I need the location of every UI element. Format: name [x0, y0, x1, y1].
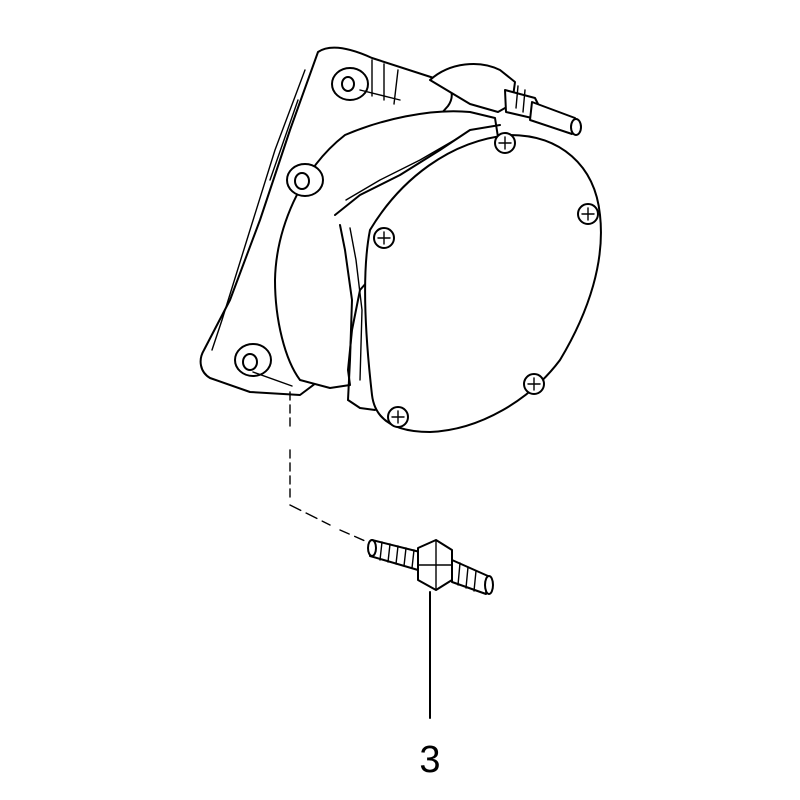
vacuum-pump-icon	[199, 46, 602, 433]
part-callout-number: 3	[419, 739, 441, 781]
alignment-line	[252, 371, 373, 545]
cover-screws	[373, 132, 599, 428]
stud-bolt-icon	[367, 539, 494, 595]
